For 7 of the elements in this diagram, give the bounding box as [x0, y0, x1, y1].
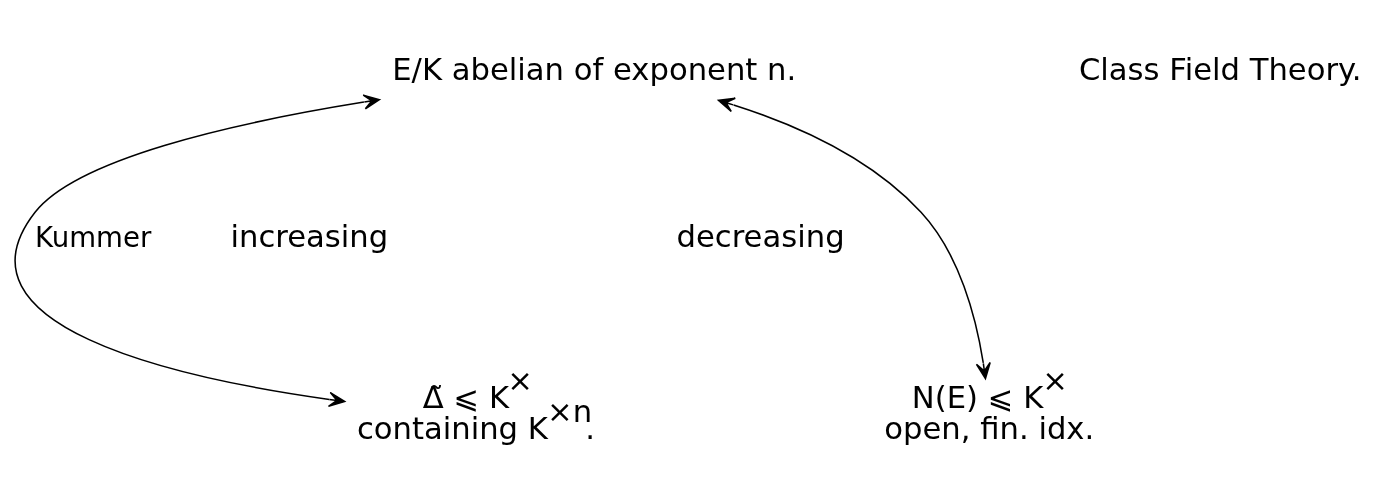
- label: decreasing: [676, 219, 845, 255]
- node-text: E/K abelian of exponent n.: [392, 52, 797, 88]
- label: increasing: [230, 219, 389, 255]
- edge-label: Kummer: [35, 220, 152, 254]
- label: Class Field Theory.: [1078, 52, 1362, 88]
- arrow: [717, 97, 991, 380]
- arrow: [14, 94, 381, 408]
